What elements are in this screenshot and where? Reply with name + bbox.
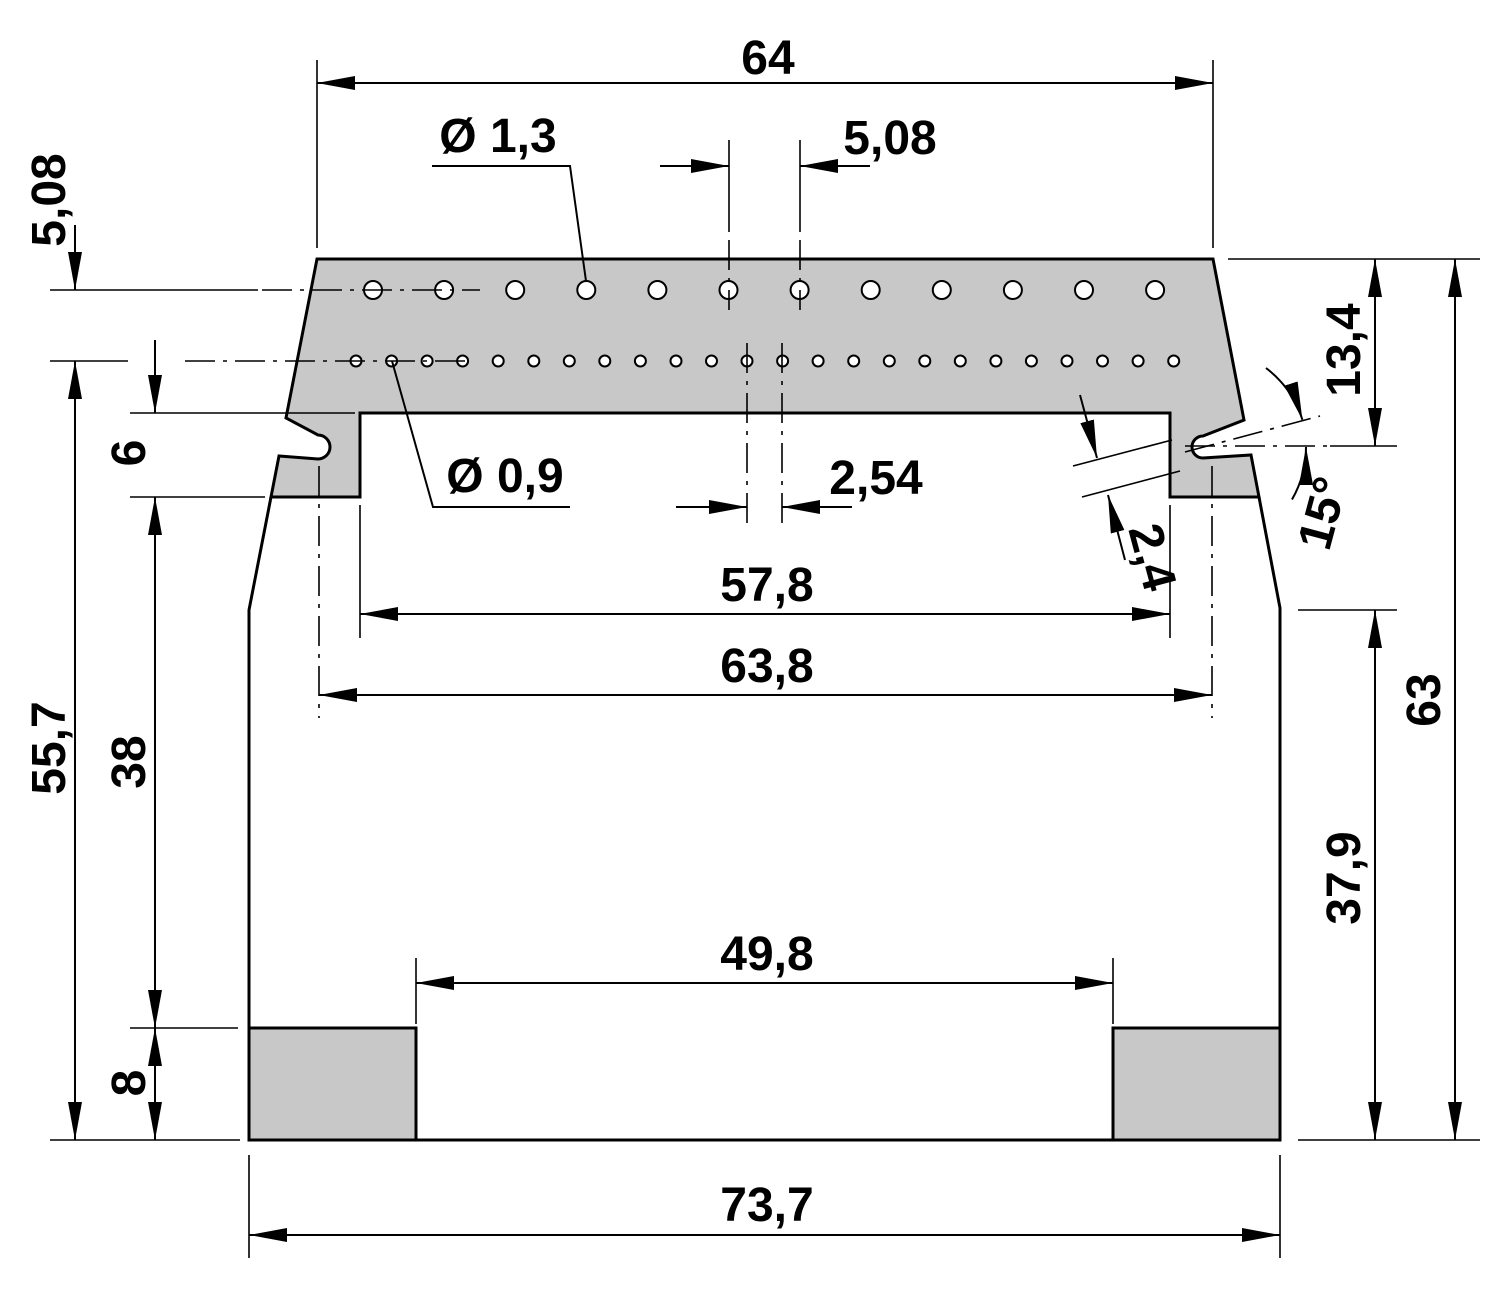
dim-lower-height-label: 37,9 [1318,831,1371,924]
leader-line [432,165,587,282]
dim-inner-height-label: 38 [103,735,156,788]
dim-large-hole-diameter-label: Ø 1,3 [439,110,556,163]
small-hole [811,354,825,368]
dim-base-width: 73,7 [248,1155,1281,1258]
dim-slot-spacing-label: 63,8 [720,640,813,693]
small-hole [918,354,932,368]
small-hole [562,354,576,368]
dim-inner-heights: 6 38 8 [50,340,355,1141]
small-hole [633,354,647,368]
dim-top-width-label: 64 [741,32,795,85]
dim-top-width: 64 [316,32,1214,248]
large-hole [1074,280,1094,300]
slot-angled-centerline [1184,415,1321,453]
dim-foot-gap: 49,8 [415,928,1114,1024]
dimension-line [1107,494,1126,561]
small-hole [847,354,861,368]
dim-slot-height-label: 13,4 [1318,303,1371,397]
leader-line [391,360,570,508]
housing-part [247,257,1282,1142]
dim-inner-width-label: 57,8 [720,559,813,612]
small-hole [1096,354,1109,368]
centerlines [50,140,1397,718]
angle-arc-lower [1291,446,1314,500]
large-hole [576,280,597,300]
large-hole [1145,280,1166,300]
dim-small-hole-pitch-label: 2,54 [829,452,923,505]
housing-lower-outline [247,496,1282,1142]
small-hole [420,354,434,368]
dim-row-spacing-label: 5,08 [23,153,76,246]
dim-left-height-label: 55,7 [23,701,76,794]
small-hole [491,354,505,368]
small-hole [669,354,683,368]
dimension-line [1079,394,1098,459]
dim-base-width-label: 73,7 [720,1179,813,1232]
extension-line [1081,470,1181,498]
top-plate [269,257,1261,499]
right-foot [1111,1026,1282,1142]
dim-large-hole-pitch-label: 5,08 [843,112,936,165]
small-hole [1131,354,1145,368]
small-hole [989,354,1003,368]
dim-small-hole-diameter: Ø 0,9 [391,360,570,508]
large-hole [647,280,668,300]
large-hole [860,280,881,300]
angle-arc-upper [1265,367,1304,421]
dim-large-hole-diameter: Ø 1,3 [432,110,587,282]
left-foot [247,1026,418,1142]
dim-small-hole-pitch: 2,54 [676,452,923,514]
dim-left-heights: 5,08 55,7 [23,153,82,1140]
small-hole [705,354,718,368]
small-hole [882,354,896,368]
small-hole [1024,354,1038,368]
small-hole [953,354,967,368]
large-hole [931,280,952,300]
dim-inner-width: 57,8 [359,505,1171,638]
dim-slot-spacing: 63,8 [319,640,1212,702]
large-hole [1002,280,1023,300]
dim-small-hole-diameter-label: Ø 0,9 [446,450,563,503]
small-hole [1167,354,1181,368]
dim-large-hole-pitch: 5,08 [660,112,937,173]
dim-total-height-label: 63 [1398,673,1451,726]
dim-right-heights: 13,4 63 37,9 [1228,258,1480,1141]
small-hole [598,354,612,368]
dim-slot-width-label: 2,4 [1118,518,1187,596]
dim-foot-gap-label: 49,8 [720,928,813,981]
dim-leg-height-label: 6 [103,440,156,467]
extension-line [1072,439,1173,467]
dim-foot-height-label: 8 [103,1070,156,1097]
small-hole [527,354,541,368]
small-hole [1060,354,1074,368]
large-hole [505,280,526,300]
